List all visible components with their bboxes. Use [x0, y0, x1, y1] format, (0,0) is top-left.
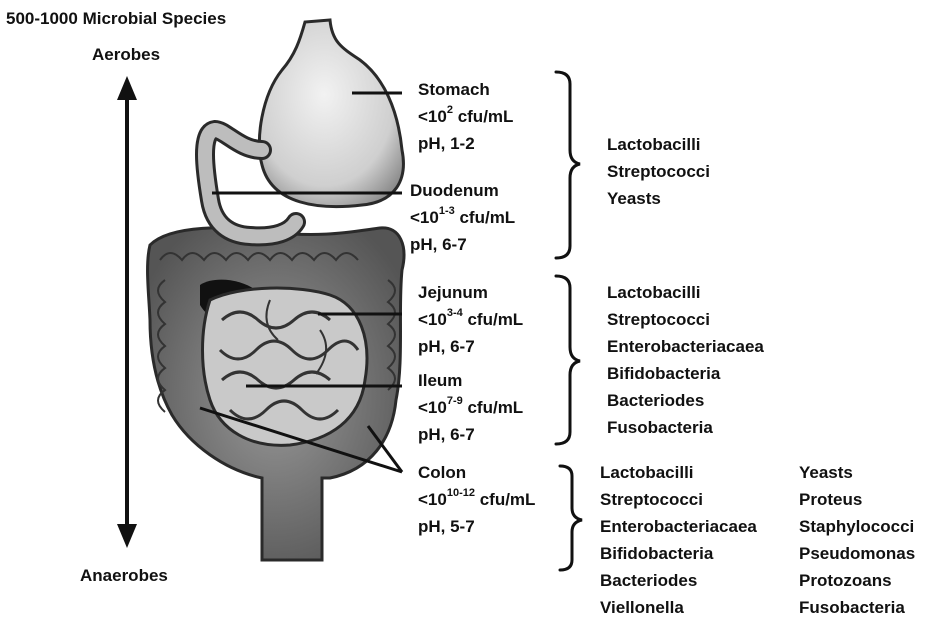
- microbe-item: Proteus: [799, 486, 915, 513]
- segment-name: Colon: [418, 459, 535, 486]
- microbe-item: Bacteriodes: [600, 567, 757, 594]
- segment-duodenum: Duodenum <101-3 cfu/mL pH, 6-7: [410, 177, 515, 258]
- segment-count: <107-9 cfu/mL: [418, 394, 523, 421]
- segment-name: Stomach: [418, 76, 513, 103]
- segment-count: <1010-12 cfu/mL: [418, 486, 535, 513]
- segment-name: Ileum: [418, 367, 523, 394]
- microbe-list-colon-2: Yeasts Proteus Staphylococci Pseudomonas…: [799, 459, 915, 621]
- microbe-list-colon-1: Lactobacilli Streptococci Enterobacteria…: [600, 459, 757, 621]
- aerobe-anaerobe-arrow: [117, 76, 137, 548]
- segment-ph: pH, 1-2: [418, 130, 513, 157]
- microbe-item: Yeasts: [607, 185, 710, 212]
- segment-count: <103-4 cfu/mL: [418, 306, 523, 333]
- diagram-title: 500-1000 Microbial Species: [6, 8, 226, 29]
- segment-jejunum: Jejunum <103-4 cfu/mL pH, 6-7: [418, 279, 523, 360]
- microbe-item: Streptococci: [607, 306, 764, 333]
- microbe-item: Bacteriodes: [607, 387, 764, 414]
- microbe-item: Streptococci: [607, 158, 710, 185]
- segment-ph: pH, 6-7: [418, 333, 523, 360]
- stomach-illustration: [205, 20, 403, 236]
- microbe-item: Lactobacilli: [607, 131, 710, 158]
- segment-colon: Colon <1010-12 cfu/mL pH, 5-7: [418, 459, 535, 540]
- microbe-item: Lactobacilli: [600, 459, 757, 486]
- small-intestine-illustration: [203, 288, 367, 445]
- braces: [556, 72, 582, 570]
- microbe-list-small-intestine: Lactobacilli Streptococci Enterobacteria…: [607, 279, 764, 441]
- segment-ph: pH, 6-7: [410, 231, 515, 258]
- brace-colon: [560, 466, 582, 570]
- segment-name: Duodenum: [410, 177, 515, 204]
- microbe-list-upper: Lactobacilli Streptococci Yeasts: [607, 131, 710, 212]
- segment-count: <101-3 cfu/mL: [410, 204, 515, 231]
- microbe-item: Streptococci: [600, 486, 757, 513]
- brace-upper: [556, 72, 580, 258]
- microbe-item: Bifidobacteria: [600, 540, 757, 567]
- microbe-item: Fusobacteria: [607, 414, 764, 441]
- microbe-item: Pseudomonas: [799, 540, 915, 567]
- anaerobes-label: Anaerobes: [80, 565, 168, 586]
- microbe-item: Enterobacteriacaea: [600, 513, 757, 540]
- microbe-item: Bifidobacteria: [607, 360, 764, 387]
- segment-stomach: Stomach <102 cfu/mL pH, 1-2: [418, 76, 513, 157]
- microbe-item: Yeasts: [799, 459, 915, 486]
- segment-count: <102 cfu/mL: [418, 103, 513, 130]
- microbe-item: Lactobacilli: [607, 279, 764, 306]
- microbe-item: Protozoans: [799, 567, 915, 594]
- segment-ph: pH, 6-7: [418, 421, 523, 448]
- brace-small-intestine: [556, 276, 580, 444]
- segment-ph: pH, 5-7: [418, 513, 535, 540]
- aerobes-label: Aerobes: [92, 44, 160, 65]
- segment-ileum: Ileum <107-9 cfu/mL pH, 6-7: [418, 367, 523, 448]
- segment-name: Jejunum: [418, 279, 523, 306]
- microbe-item: Enterobacteriacaea: [607, 333, 764, 360]
- microbe-item: Staphylococci: [799, 513, 915, 540]
